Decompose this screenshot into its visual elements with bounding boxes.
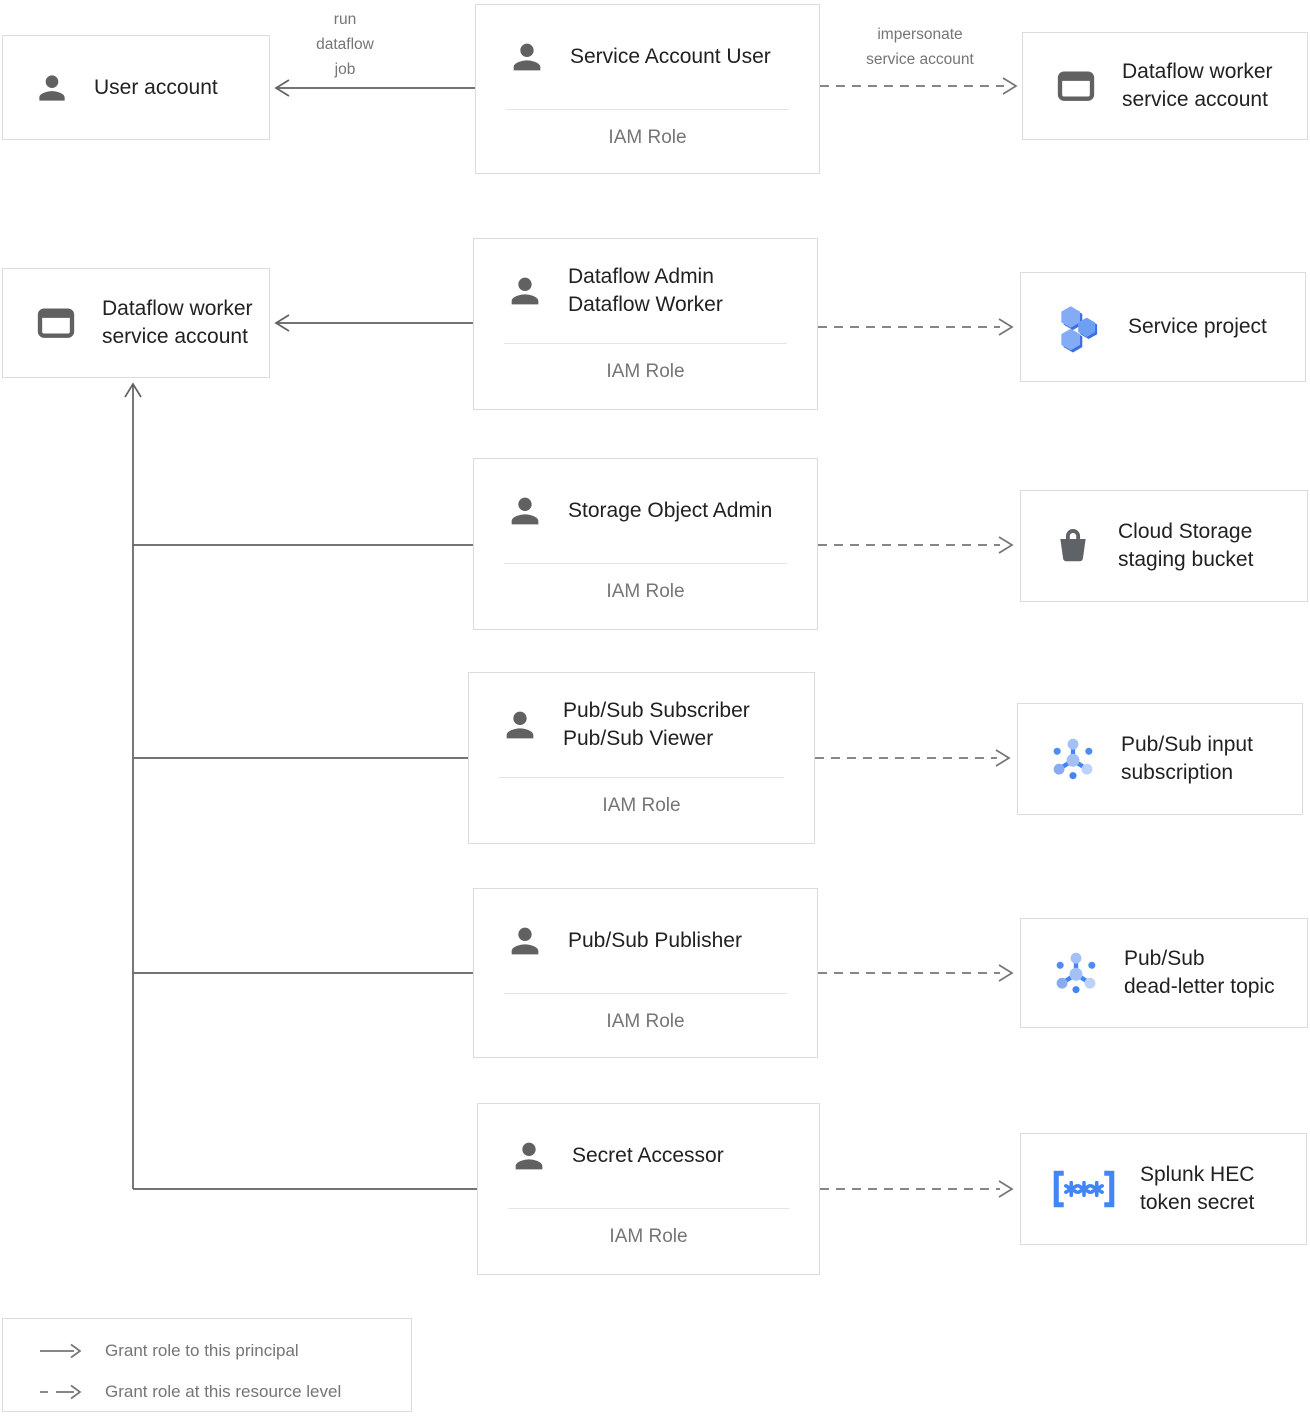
iam-role-name: Pub/Sub Subscriber Pub/Sub Viewer (563, 699, 750, 750)
iam-role-category: IAM Role (602, 795, 681, 816)
arrowhead-left-icon (274, 314, 290, 332)
edge-label-impersonate: impersonate service account (866, 26, 974, 68)
divider (504, 343, 787, 344)
person-icon (505, 921, 545, 961)
person-icon (505, 491, 545, 531)
pubsub-icon (1051, 948, 1101, 998)
iam-role-box-service-account-user: Service Account User IAM Role (475, 4, 820, 174)
dataflow-worker-sa-box-left: Dataflow worker service account (2, 268, 270, 378)
arrowhead-right-icon (998, 1180, 1014, 1198)
iam-role-box-storage-object-admin: Storage Object Admin IAM Role (473, 458, 818, 630)
legend-row-solid: Grant role to this principal (39, 1330, 411, 1371)
arrowhead-right-icon (995, 749, 1011, 767)
secret-brackets-icon (1051, 1167, 1117, 1211)
legend-dashed-label: Grant role at this resource level (105, 1381, 342, 1401)
iam-role-name: Pub/Sub Publisher (568, 929, 742, 952)
iam-role-category: IAM Role (606, 361, 685, 382)
person-icon (505, 271, 545, 311)
token-secret-box: Splunk HEC token secret (1020, 1133, 1307, 1245)
deadletter-topic-label: Pub/Sub dead-letter topic (1124, 947, 1275, 998)
iam-role-category: IAM Role (609, 1226, 688, 1247)
iam-role-box-pubsub-publisher: Pub/Sub Publisher IAM Role (473, 888, 818, 1058)
legend-row-dashed: Grant role at this resource level (39, 1371, 411, 1412)
service-account-window-icon (33, 303, 79, 343)
dataflow-worker-sa-box-top: Dataflow worker service account (1022, 32, 1308, 140)
legend: Grant role to this principal Grant role … (2, 1318, 412, 1412)
token-secret-label: Splunk HEC token secret (1140, 1163, 1255, 1214)
pubsub-icon (1048, 734, 1098, 784)
iam-role-box-dataflow-admin-worker: Dataflow Admin Dataflow Worker IAM Role (473, 238, 818, 410)
person-icon (509, 1136, 549, 1176)
service-project-label: Service project (1128, 315, 1267, 338)
person-icon (507, 37, 547, 77)
service-project-box: Service project (1020, 272, 1306, 382)
person-icon (33, 69, 71, 107)
dashed-edges (815, 77, 1018, 1198)
iam-role-box-pubsub-subscriber-viewer: Pub/Sub Subscriber Pub/Sub Viewer IAM Ro… (468, 672, 815, 844)
staging-bucket-box: Cloud Storage staging bucket (1020, 490, 1308, 602)
arrowhead-up-icon (124, 382, 142, 398)
input-subscription-label: Pub/Sub input subscription (1121, 733, 1253, 784)
user-account-box: User account (2, 35, 270, 140)
dashed-arrow-icon (40, 1384, 82, 1399)
divider (508, 1208, 789, 1209)
project-hexagons-icon (1051, 300, 1105, 354)
iam-role-category: IAM Role (606, 1011, 685, 1032)
staging-bucket-label: Cloud Storage staging bucket (1118, 520, 1254, 571)
iam-role-category: IAM Role (608, 127, 687, 148)
solid-edges (124, 79, 477, 1190)
legend-solid-label: Grant role to this principal (105, 1340, 299, 1360)
user-account-label: User account (94, 75, 218, 99)
iam-role-box-secret-accessor: Secret Accessor IAM Role (477, 1103, 820, 1275)
iam-role-name: Secret Accessor (572, 1144, 724, 1167)
iam-role-category: IAM Role (606, 581, 685, 602)
divider (504, 563, 787, 564)
person-icon (500, 705, 540, 745)
divider (506, 109, 789, 110)
solid-arrow-icon (40, 1343, 82, 1358)
arrowhead-right-icon (1002, 77, 1018, 95)
divider (499, 777, 784, 778)
iam-role-name: Service Account User (570, 45, 771, 68)
divider (504, 993, 787, 994)
dataflow-worker-sa-label: Dataflow worker service account (102, 297, 253, 348)
service-account-window-icon (1053, 66, 1099, 106)
iam-role-name: Storage Object Admin (568, 499, 773, 522)
arrowhead-right-icon (998, 536, 1014, 554)
dataflow-worker-sa-label: Dataflow worker service account (1122, 60, 1273, 111)
arrowhead-left-icon (274, 79, 290, 97)
edge-label-run-dataflow-job: run dataflow job (316, 11, 374, 78)
storage-bucket-icon (1051, 524, 1095, 568)
input-subscription-box: Pub/Sub input subscription (1017, 703, 1303, 815)
iam-role-name: Dataflow Admin Dataflow Worker (568, 265, 723, 316)
arrowhead-right-icon (998, 318, 1014, 336)
arrowhead-right-icon (998, 964, 1014, 982)
deadletter-topic-box: Pub/Sub dead-letter topic (1020, 918, 1308, 1028)
